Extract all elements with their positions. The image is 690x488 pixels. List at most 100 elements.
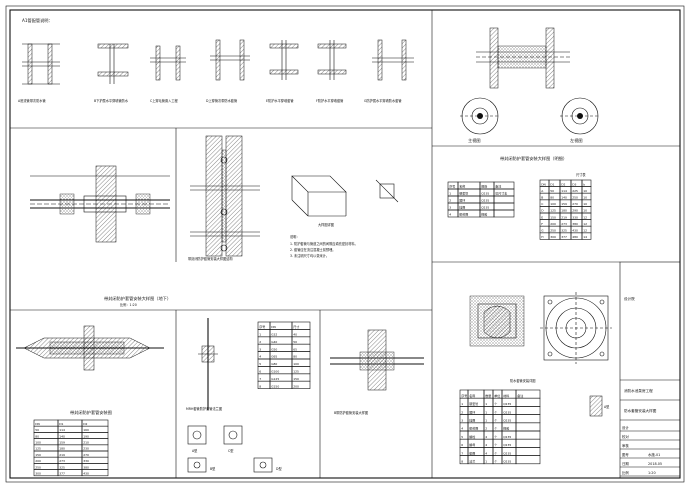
size-table-cell: 430 bbox=[572, 229, 578, 233]
br-table-cell: 1 bbox=[485, 460, 487, 464]
title-block-key: 校对 bbox=[622, 434, 629, 439]
size-table-cell: 80 bbox=[550, 196, 554, 200]
subview-e-label: E防护水平穿墙套管 bbox=[266, 98, 294, 103]
title-block-key: 图号 bbox=[622, 452, 629, 457]
bl-table-cell: 430 bbox=[83, 472, 89, 476]
br-table-cell-border bbox=[515, 447, 541, 456]
size-table-cell: 377 bbox=[561, 235, 567, 239]
bl-table-cell: 300 bbox=[35, 472, 41, 476]
bm-table-cell: G125 bbox=[271, 377, 279, 381]
br-table-cell-border bbox=[515, 397, 541, 407]
bm-table-cell: 80 bbox=[293, 355, 297, 359]
br-table-header: 序号 bbox=[461, 393, 467, 398]
flange-a-label: A型 bbox=[192, 448, 198, 453]
br-table-cell: Q235 bbox=[503, 443, 511, 447]
bl-table-cell: 50 bbox=[35, 428, 39, 432]
bl-table-cell-border bbox=[81, 469, 109, 477]
br-table-cell-border bbox=[515, 406, 541, 415]
size-table-cell: 100 bbox=[550, 202, 556, 206]
sheet-border bbox=[5, 5, 685, 483]
pipe-table-header: 规格 bbox=[481, 184, 487, 189]
detail-c-title: 大样图详图 bbox=[318, 222, 334, 227]
br-table-cell: 挡圈 bbox=[469, 418, 475, 423]
flange-b-label: B型 bbox=[210, 466, 216, 471]
subview-g: G防护属水平穿墙防水套管 bbox=[364, 39, 414, 103]
bm-table-cell: 7 bbox=[259, 377, 261, 381]
bm-table-cell: 4 bbox=[259, 355, 261, 359]
pipe-table-cell-border bbox=[493, 202, 515, 211]
size-table-cell: 10 bbox=[583, 189, 587, 193]
br-table-header: 数量 bbox=[485, 393, 491, 398]
size-table-cell: D bbox=[541, 209, 544, 213]
size-table-header: DN bbox=[541, 182, 546, 186]
pipe-table-cell: Q235 bbox=[481, 199, 489, 203]
br-table-cell: 个 bbox=[494, 443, 497, 447]
size-table-cell: E bbox=[541, 215, 543, 219]
bl-table-cell: 80 bbox=[35, 434, 39, 438]
size-table-cell: 12 bbox=[583, 215, 587, 219]
size-table-cell: 14 bbox=[583, 235, 587, 239]
bl-table-header: D2 bbox=[83, 422, 87, 426]
bm-table-header: DN bbox=[271, 325, 276, 329]
size-table-header: D3 bbox=[572, 182, 576, 186]
size-table-cell: 219 bbox=[561, 215, 567, 219]
br-table-cell: 螺栓 bbox=[469, 434, 475, 439]
pipe-table-header: 序号 bbox=[449, 184, 455, 189]
bl-table-cell: 125 bbox=[35, 447, 41, 451]
plan-detail: 防水套管安装详图 A型 bbox=[469, 292, 612, 417]
size-table-cell: 480 bbox=[572, 235, 578, 239]
front-side-view: 主视图 左视图 bbox=[460, 27, 600, 144]
pipe-table-cell-border bbox=[493, 209, 515, 218]
bm-table-cell-border bbox=[291, 380, 311, 389]
bl-table-cell: 270 bbox=[83, 453, 89, 457]
size-table-cell-border bbox=[581, 232, 592, 240]
size-table-cell: 10 bbox=[583, 196, 587, 200]
title-block-value: 2018.05 bbox=[648, 462, 662, 466]
subview-b-label: B下护属水平穿墙管防水 bbox=[94, 98, 129, 103]
size-table-cell: 325 bbox=[561, 229, 567, 233]
subview-f-label: F防护水平穿墙套管 bbox=[316, 98, 343, 103]
size-table-cell: 140 bbox=[561, 196, 567, 200]
bm-table-cell: 100 bbox=[293, 362, 299, 366]
bm-table-cell: G100 bbox=[271, 370, 279, 374]
pipe-table-header: 名称 bbox=[459, 184, 465, 189]
br-table-cell: 翼环 bbox=[469, 409, 475, 414]
pipe-table-cell: 密封圈 bbox=[459, 212, 468, 217]
bm-table-cell: 8 bbox=[259, 384, 261, 388]
bm-table-cell: G50 bbox=[271, 347, 277, 351]
bl-table-cell: 100 bbox=[35, 441, 41, 445]
bm-table-cell: G32 bbox=[271, 333, 277, 337]
br-table-header: 材料 bbox=[503, 393, 509, 398]
br-table-cell: 垫圈 bbox=[469, 450, 475, 455]
br-table-header: 名称 bbox=[469, 393, 475, 398]
bottom-right-title: B带防护套管安装大样图 bbox=[334, 410, 368, 415]
notes-title: 说明： bbox=[290, 234, 300, 239]
size-table-cell: 250 bbox=[572, 196, 578, 200]
br-table-cell: Q235 bbox=[503, 419, 511, 423]
pipe-table-cell: Q235 bbox=[481, 206, 489, 210]
br-table-cell: 2 bbox=[485, 427, 487, 431]
br-table-cell: 螺母 bbox=[469, 442, 475, 447]
bm-table-cell: 125 bbox=[293, 370, 299, 374]
bm-table-cell: G150 bbox=[271, 384, 279, 388]
pipe-table-cell: 见尺寸表 bbox=[495, 191, 507, 196]
size-table-cell: 114 bbox=[561, 189, 567, 193]
pipe-table-title: 带封闭防护套管安装大样图（明细） bbox=[500, 155, 567, 162]
bottom-mid-title: MRH套管防护套管法兰图 bbox=[186, 406, 222, 411]
inner-border bbox=[9, 9, 681, 479]
pipe-table-cell: 2 bbox=[449, 199, 451, 203]
subview-f: F防护水平穿墙套管 bbox=[316, 40, 347, 103]
br-table-cell: 个 bbox=[494, 451, 497, 455]
title-block-value: 水施-01 bbox=[648, 452, 660, 457]
bl-table-cell: 210 bbox=[83, 441, 89, 445]
subview-a: A底流管带次防水管 bbox=[18, 43, 60, 103]
pipe-table-cell: 1 bbox=[449, 192, 451, 196]
